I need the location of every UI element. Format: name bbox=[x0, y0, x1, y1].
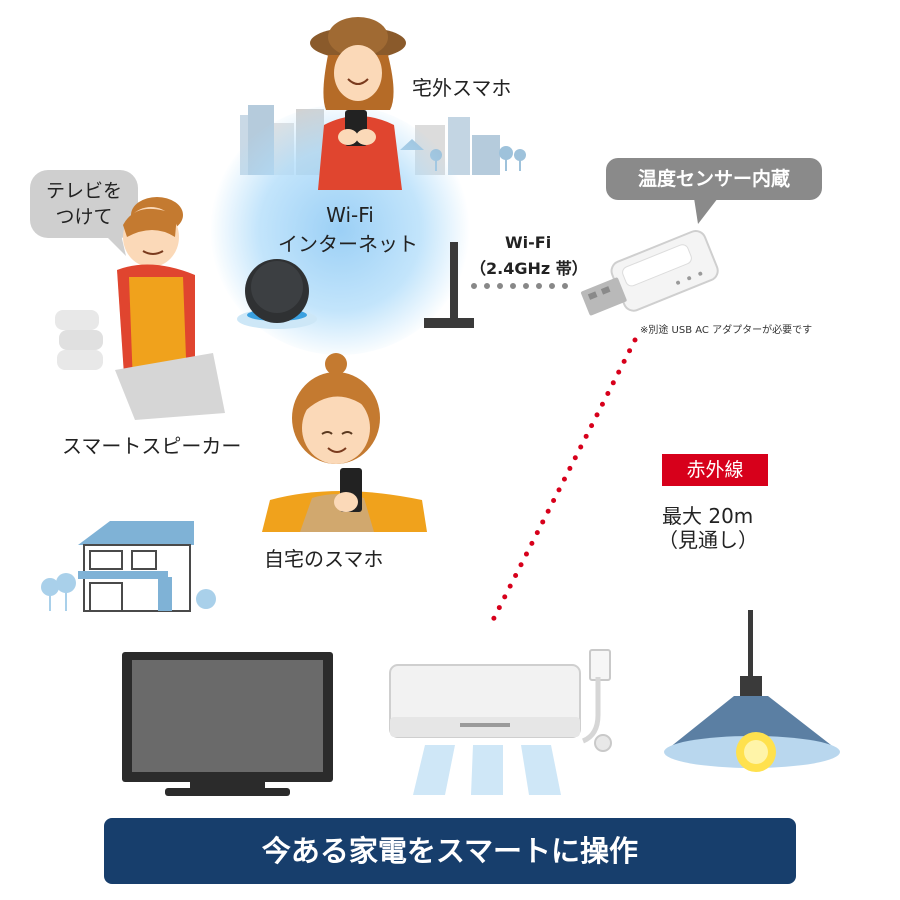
infrared-badge: 赤外線 bbox=[662, 454, 768, 486]
air-conditioner-icon bbox=[389, 649, 612, 795]
router-icon bbox=[424, 242, 474, 328]
home-phone-label: 自宅のスマホ bbox=[264, 547, 384, 571]
sensor-bubble: 温度センサー内蔵 bbox=[606, 158, 822, 200]
woman-apron-icon bbox=[55, 197, 225, 420]
range-line2: （見通し） bbox=[658, 528, 758, 552]
headline-banner: 今ある家電をスマートに操作 bbox=[104, 818, 796, 884]
internet-label-line1: Wi-Fi bbox=[326, 203, 374, 227]
speech-line1: テレビを bbox=[45, 180, 122, 202]
infrared-beam bbox=[489, 337, 638, 625]
house-icon bbox=[41, 521, 216, 612]
wifi-dotted-link bbox=[471, 283, 569, 289]
adapter-note: ※別途 USB AC アダプターが必要です bbox=[640, 325, 813, 336]
wifi-band-line2: （2.4GHz 帯） bbox=[470, 259, 588, 278]
woman-phone-icon bbox=[262, 353, 427, 532]
range-line1: 最大 20m bbox=[662, 504, 754, 528]
remote-phone-label: 宅外スマホ bbox=[412, 76, 512, 100]
smart-speaker-label: スマートスピーカー bbox=[62, 434, 242, 458]
sensor-bubble-tail bbox=[694, 198, 718, 224]
speech-line2: つけて bbox=[55, 206, 113, 228]
wifi-band-line1: Wi-Fi bbox=[505, 233, 552, 252]
pendant-lamp-icon bbox=[664, 610, 840, 772]
internet-label-line2: インターネット bbox=[278, 232, 418, 256]
smart-speaker-icon bbox=[237, 259, 317, 329]
speech-bubble: テレビを つけて bbox=[30, 170, 138, 238]
tv-icon bbox=[122, 652, 333, 796]
usb-remote-icon bbox=[581, 230, 719, 316]
speech-bubble-tail bbox=[100, 230, 126, 256]
woman-with-hat-icon bbox=[310, 17, 406, 190]
